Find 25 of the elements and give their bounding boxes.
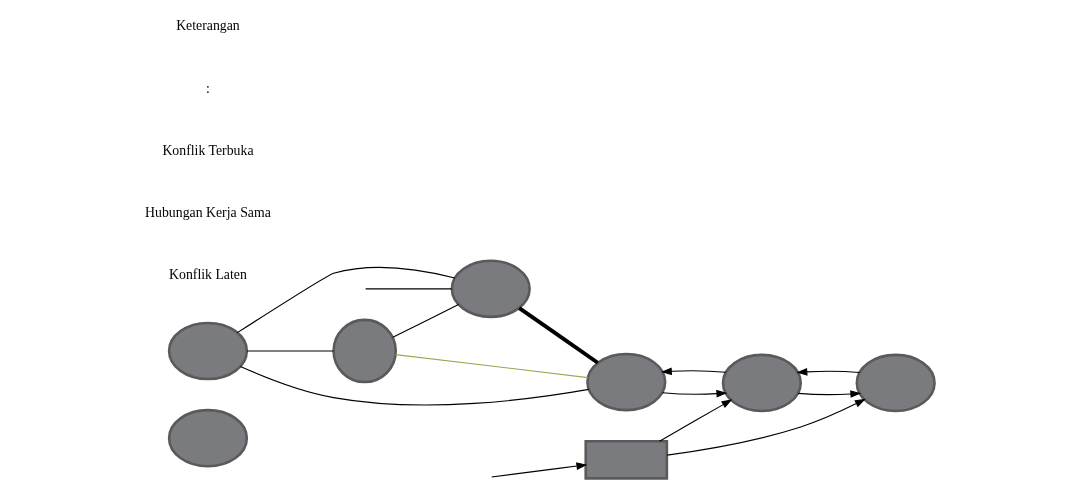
connector bbox=[391, 303, 459, 338]
node-box bbox=[583, 439, 668, 480]
arrow bbox=[490, 462, 587, 478]
arrow bbox=[795, 368, 860, 376]
node-ellipse bbox=[167, 321, 248, 381]
arrow bbox=[666, 398, 866, 456]
arrow bbox=[658, 399, 732, 442]
connector bbox=[236, 266, 455, 334]
label: : bbox=[205, 80, 210, 96]
node-ellipse bbox=[450, 259, 531, 319]
legend-label: Hubungan Kerja Sama bbox=[144, 204, 271, 220]
legend-label: Konflik Terbuka bbox=[161, 142, 254, 158]
connector bbox=[246, 350, 334, 352]
node-ellipse bbox=[167, 408, 248, 468]
arrow bbox=[660, 367, 726, 376]
node-ellipse bbox=[585, 352, 666, 412]
label: Keterangan bbox=[175, 18, 240, 34]
arrow bbox=[661, 389, 727, 398]
legend-label: Konflik Laten bbox=[168, 267, 247, 283]
connector bbox=[517, 306, 599, 365]
arrow bbox=[797, 390, 861, 398]
connector bbox=[364, 288, 452, 290]
connector bbox=[239, 365, 589, 406]
node-circle bbox=[331, 318, 397, 384]
connector bbox=[394, 354, 588, 379]
